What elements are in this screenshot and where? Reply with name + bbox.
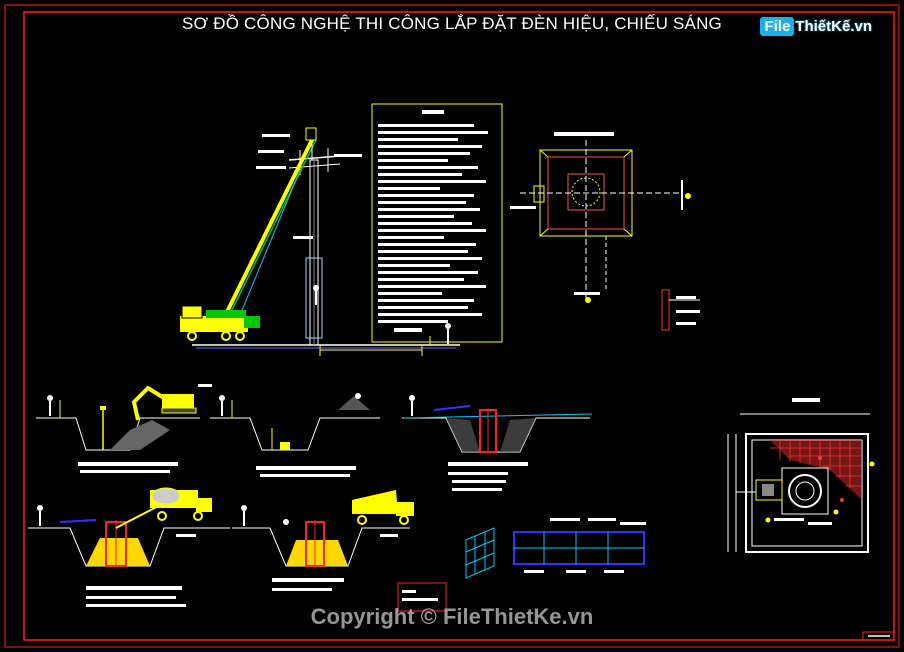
legend-box <box>397 582 447 612</box>
dump-truck-icon <box>352 490 414 525</box>
logo-thietke-label: ThiếtKế <box>795 17 851 35</box>
filethietke-logo: File ThiếtKế .vn <box>760 14 872 38</box>
excavation-step-3 <box>402 395 593 491</box>
rebar-cage-detail <box>465 518 646 579</box>
manhole-foundation-detail <box>727 398 875 553</box>
logo-domain-label: .vn <box>850 17 872 35</box>
inner-frame <box>23 11 895 641</box>
foundation-plan <box>510 132 700 331</box>
surveyor-icon <box>47 395 61 418</box>
excavation-step-1 <box>36 384 212 473</box>
title-block-stub <box>862 631 895 641</box>
excavator-icon <box>131 385 197 421</box>
copyright-watermark: Copyright © FileThietKe.vn <box>310 604 594 629</box>
outer-frame <box>4 4 900 648</box>
concrete-mixer-icon <box>150 487 212 521</box>
excavation-step-2 <box>210 393 380 477</box>
crane-erection-scene <box>180 127 460 356</box>
drawing-title: SƠ ĐỒ CÔNG NGHỆ THI CÔNG LẮP ĐẶT ĐÈN HIỆ… <box>182 14 722 33</box>
concreting-step-1 <box>28 487 230 607</box>
logo-file-label: File <box>760 16 795 36</box>
concreting-step-2 <box>232 490 414 591</box>
notes-box <box>371 103 503 343</box>
crane-truck-icon <box>180 127 317 341</box>
